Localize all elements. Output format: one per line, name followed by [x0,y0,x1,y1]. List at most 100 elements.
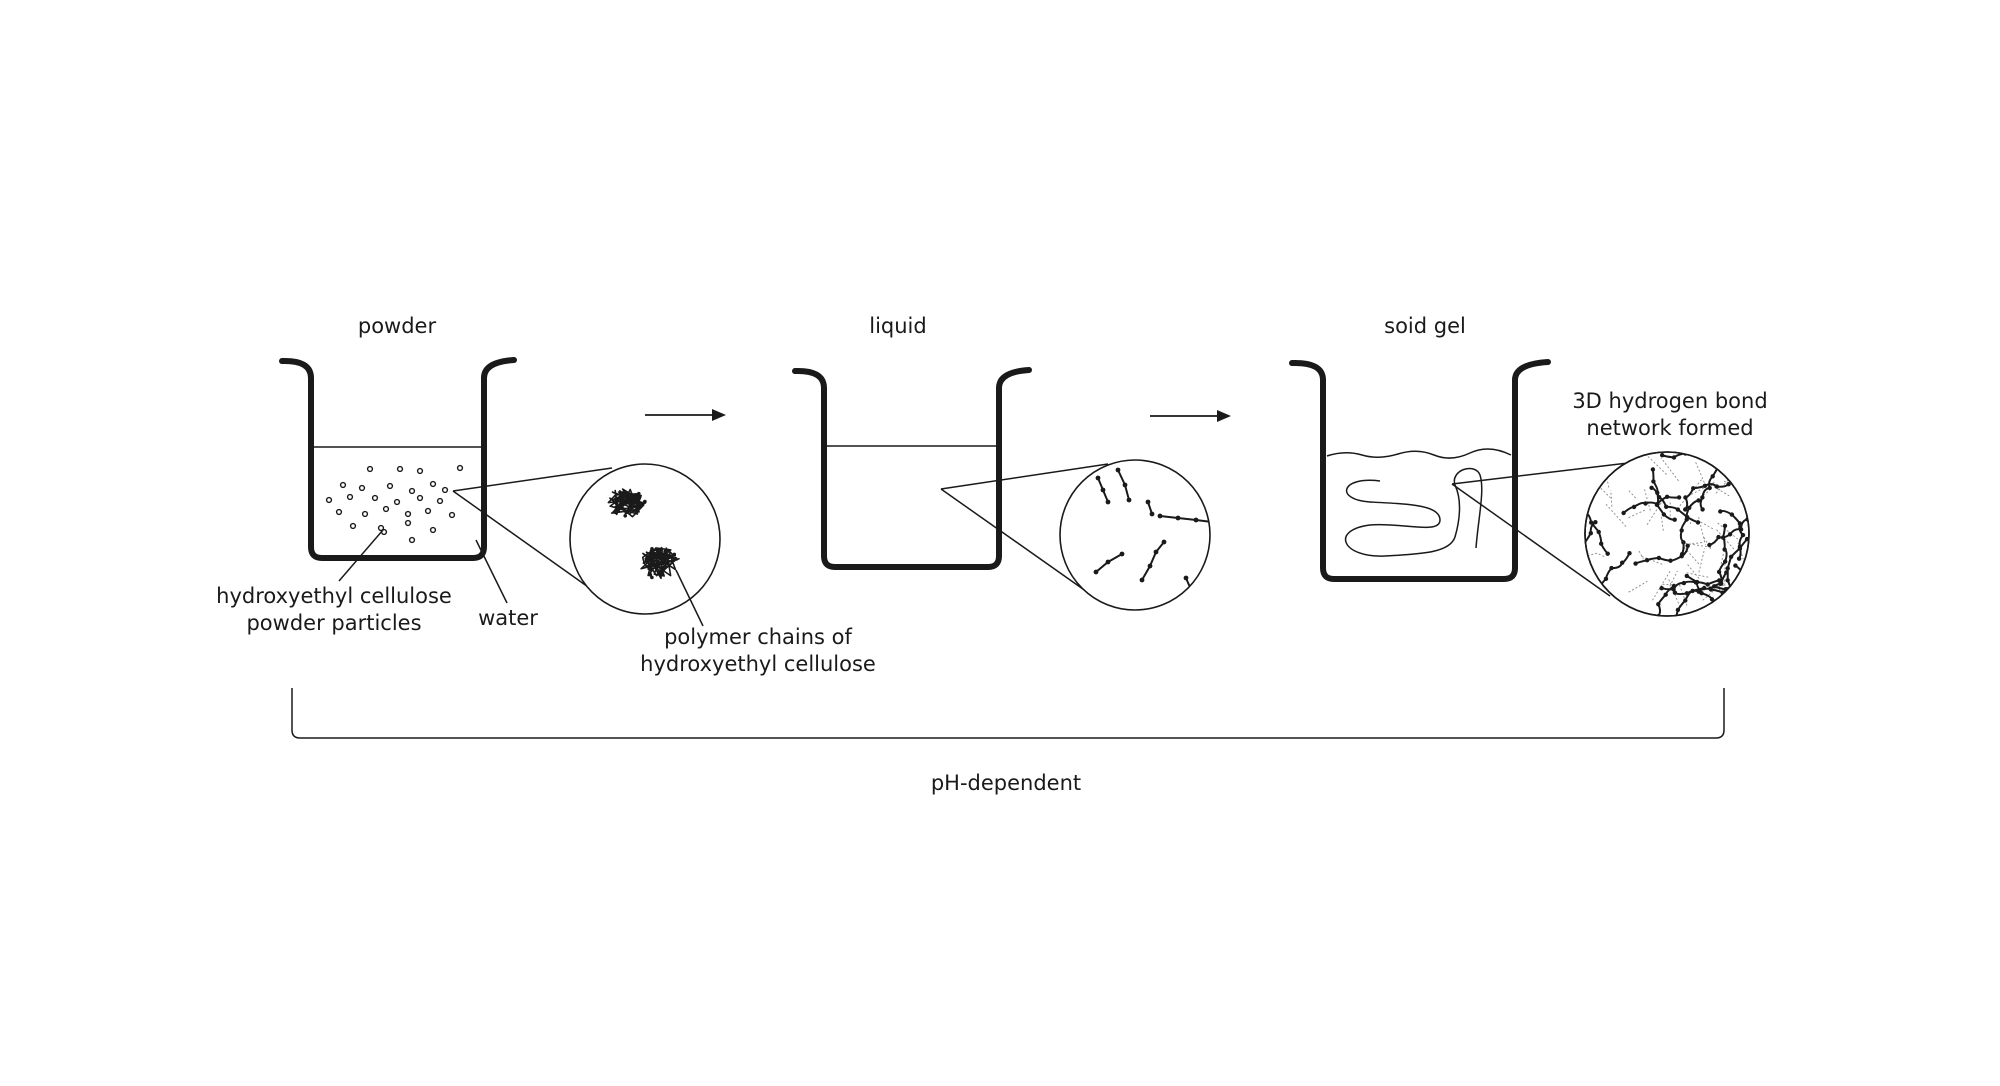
clump-node [672,552,677,557]
stage-title-powder: powder [358,314,437,338]
hydrogen-bond [1689,517,1694,525]
network-node [1700,495,1705,500]
network-node [1700,507,1705,512]
hydrogen-bond [1660,457,1679,482]
clump-node [650,547,654,551]
label-chains-line1: polymer chains of [664,625,852,649]
network-node [1702,483,1708,488]
network-node [1732,590,1737,595]
clump-node [664,561,669,565]
network-node [1660,453,1665,458]
chain-node [1100,487,1106,493]
network-node [1705,582,1710,587]
network-node [1685,543,1690,548]
chain-node [1119,551,1125,557]
network-node [1742,574,1748,579]
powder-particle [404,510,412,518]
chain-node [1147,563,1153,569]
hydrogen-bond [1612,455,1615,464]
polymer-clump [640,546,680,580]
network-node [1643,501,1648,506]
network-node [1729,512,1735,517]
network-node [1771,506,1775,510]
network-node [1609,565,1614,571]
label-particles-line2: powder particles [246,611,421,635]
label-particles-line1: hydroxyethyl cellulose [216,584,452,608]
clump-node [648,573,653,577]
network-node [1640,631,1644,635]
powder-particle [429,526,437,534]
network-node [1676,495,1682,500]
hydrogen-bond [1618,459,1622,464]
chain-node [1145,499,1151,505]
network-node [1756,586,1760,590]
network-node [1595,598,1601,604]
network-node [1728,554,1734,559]
network-node [1581,553,1585,557]
network-node [1702,585,1707,591]
network-node [1679,552,1685,557]
network-node [1735,583,1740,589]
hydrogen-bond [1668,578,1681,608]
network-node [1716,459,1721,464]
chain-node [1149,511,1155,517]
hydrogen-bond [1717,522,1740,541]
hydrogen-bond [1709,608,1723,616]
network-node [1746,479,1749,484]
hydrogen-bond [1641,555,1665,566]
network-node [1771,590,1775,594]
network-node [1661,512,1667,517]
network-node [1681,540,1686,545]
network-node [1675,607,1681,613]
network-node [1671,631,1675,635]
network-node [1681,580,1687,586]
gel-surface [1326,448,1512,459]
network-node [1592,452,1597,453]
network-node [1720,535,1726,540]
network-node [1753,508,1757,512]
chain-node [1126,497,1132,503]
hydrogen-bond [1698,548,1706,573]
network-node [1581,565,1585,569]
network-node [1768,586,1772,590]
network-node [1735,459,1740,464]
hydrogen-bond [1724,452,1742,463]
network-node [1748,480,1749,485]
zoom-circle-powder [569,463,721,615]
network-node [1716,463,1721,468]
arrow-right [1150,410,1231,422]
powder-particle [404,519,412,527]
polymer-clump [607,488,645,518]
network-node [1738,470,1743,476]
label-chains-line2: hydroxyethyl cellulose [640,652,876,676]
network-node [1725,578,1730,583]
network-node [1599,541,1604,546]
network-node [1706,452,1712,457]
clump-node [663,549,667,554]
network-node [1672,590,1678,595]
network-node [1620,560,1625,565]
chain-node [1105,499,1111,505]
polymer-clumps [607,488,680,580]
powder-particle [441,486,449,494]
clump-node [637,491,641,496]
zoom-line [1451,462,1629,485]
network-node [1588,459,1594,464]
chain-node [1095,475,1101,481]
network-node [1725,566,1730,571]
clump-node [657,555,661,560]
clump-node [634,493,639,498]
network-node [1737,521,1743,526]
network-node [1716,569,1722,575]
zoom-line [452,467,613,492]
powder-particle [366,465,374,473]
network-node [1758,487,1762,491]
bracket-label: pH-dependent [931,771,1081,795]
network-node [1671,455,1677,460]
clump-node [660,566,665,570]
chain-node [1157,513,1163,519]
hydrogen-bond [1702,581,1725,601]
arrow-right [645,409,726,421]
network-node [1695,452,1700,455]
chain-node [1183,575,1189,581]
